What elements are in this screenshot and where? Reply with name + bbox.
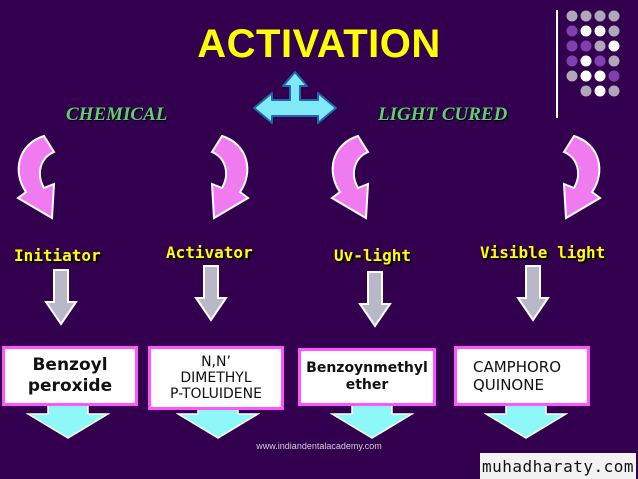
decor-dot xyxy=(594,70,606,82)
label-visible-light: Visible light xyxy=(480,243,606,262)
decor-dot xyxy=(566,10,578,22)
footer-url: www.indiandentalacademy.com xyxy=(256,441,382,451)
box-benzoyl-peroxide: Benzoyl peroxide xyxy=(2,346,138,406)
box-line: CAMPHORO xyxy=(473,358,562,376)
label-uv-light: Uv-light xyxy=(334,246,412,265)
decor-dot xyxy=(608,40,620,52)
decor-dot xyxy=(580,10,592,22)
decor-dot xyxy=(608,70,620,82)
down-arrow-icon xyxy=(516,265,550,322)
box-line: Benzoynmethyl xyxy=(306,360,428,376)
divider-line xyxy=(556,10,558,118)
decor-dot xyxy=(580,70,592,82)
decor-dot xyxy=(608,25,620,37)
four-way-arrow-icon xyxy=(253,71,337,124)
box-line: Benzoyl xyxy=(32,355,108,375)
label-activator: Activator xyxy=(166,243,253,262)
decor-dot xyxy=(594,25,606,37)
decor-dot xyxy=(594,40,606,52)
decor-dot xyxy=(594,85,606,97)
box-line: DIMETHYL xyxy=(180,370,252,386)
box-line: ether xyxy=(345,377,389,393)
decor-dot xyxy=(608,85,620,97)
decor-dot xyxy=(594,55,606,67)
curved-arrow-icon xyxy=(562,134,602,220)
box-line: N,N’ xyxy=(201,354,231,370)
box-benzoynmethyl-ether: Benzoynmethyl ether xyxy=(298,348,436,406)
decor-dot xyxy=(566,25,578,37)
box-camphoro-quinone: CAMPHORO QUINONE xyxy=(454,346,590,406)
watermark: muhadharaty.com xyxy=(480,453,636,479)
decor-dot xyxy=(566,40,578,52)
curved-arrow-icon xyxy=(210,134,250,220)
label-initiator: Initiator xyxy=(14,246,101,265)
decor-dot xyxy=(566,70,578,82)
category-light-cured: LIGHT CURED xyxy=(378,104,508,125)
down-arrow-icon xyxy=(44,269,78,326)
category-chemical: CHEMICAL xyxy=(66,104,168,125)
decor-dot xyxy=(594,10,606,22)
decor-dot xyxy=(580,55,592,67)
decor-dot xyxy=(580,25,592,37)
box-line: QUINONE xyxy=(473,376,544,394)
decor-dot xyxy=(608,55,620,67)
decor-dot xyxy=(608,10,620,22)
decor-dot xyxy=(566,55,578,67)
decor-dot xyxy=(580,40,592,52)
box-dimethyl-p-toluidene: N,N’ DIMETHYL P-TOLUIDENE xyxy=(148,346,284,410)
page-title: ACTIVATION xyxy=(197,22,441,66)
curved-arrow-icon xyxy=(16,134,56,220)
decor-dot xyxy=(580,85,592,97)
box-line: peroxide xyxy=(27,376,113,396)
down-arrow-icon xyxy=(358,271,392,328)
down-arrow-icon xyxy=(194,265,228,322)
decorative-dot-grid xyxy=(566,10,620,97)
curved-arrow-icon xyxy=(330,134,370,220)
box-line: P-TOLUIDENE xyxy=(170,386,262,402)
